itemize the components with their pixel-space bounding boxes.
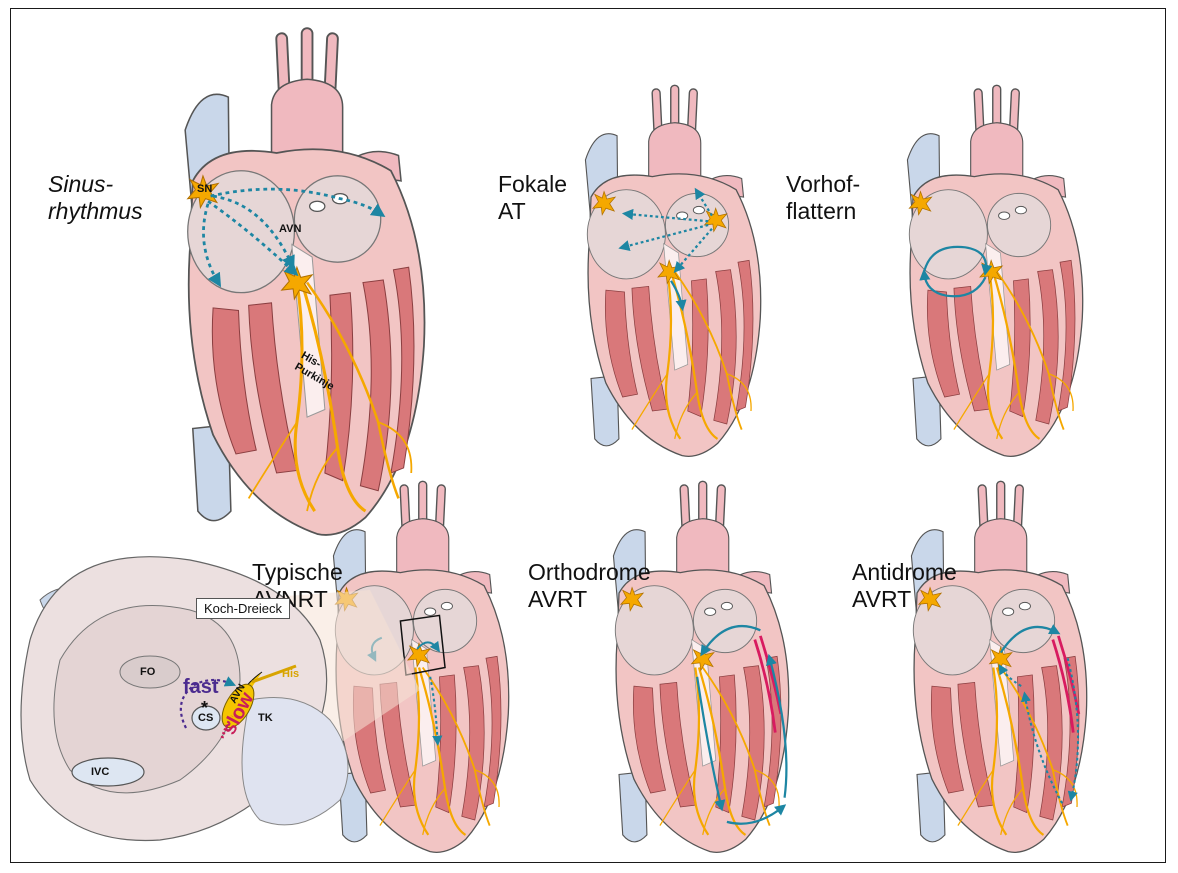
koch-triangle-label: Koch-Dreieck xyxy=(196,598,290,619)
heart-vorhofflattern xyxy=(907,89,1082,456)
title-avnrt: TypischeAVNRT xyxy=(252,505,343,640)
label-tk: TK xyxy=(258,712,273,724)
label-fast-pathway: fast xyxy=(183,676,219,699)
label-avn: AVN xyxy=(279,223,301,235)
label-asterisk: * xyxy=(201,698,208,719)
label-fo: FO xyxy=(140,666,155,678)
label-sn: SN xyxy=(197,183,212,195)
label-ivc: IVC xyxy=(91,766,109,778)
title-vorhofflattern: Vorhof-flattern xyxy=(786,117,860,252)
heart-sinus xyxy=(185,34,424,535)
heart-fokale-at xyxy=(585,89,760,456)
title-sinus: Sinus-rhythmus xyxy=(48,117,143,252)
label-his: His xyxy=(282,668,299,680)
